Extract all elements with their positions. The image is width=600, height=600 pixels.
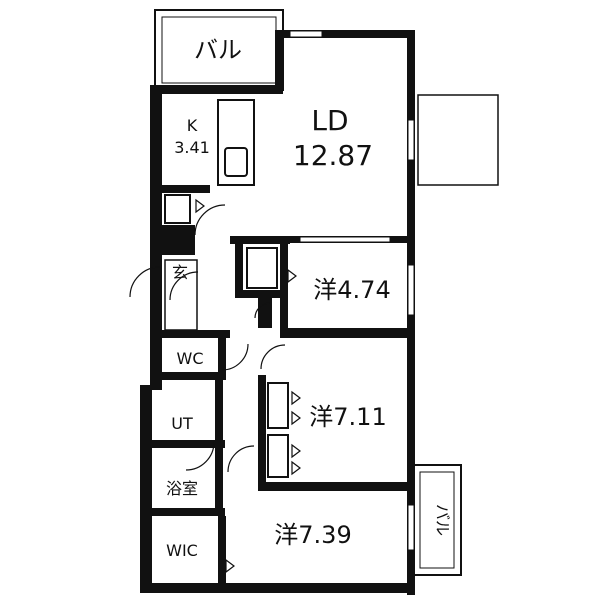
wall-wc-right [218,330,226,380]
wall-bottom [140,583,415,593]
wall-ld-bottom-left [230,236,290,244]
partition-sliding [299,236,391,243]
wall-left-upper [150,85,162,335]
wall-kitchen-top [150,85,283,94]
wall-room1-closet-bottom [235,290,285,298]
window-room1 [407,264,415,316]
wall-room1-closet-left [235,236,243,296]
marker-2 [287,268,297,284]
label-living-area: 12.87 [293,139,373,172]
wall-bath-right [215,448,223,516]
window-room3 [407,504,415,551]
closet-room2-b [267,434,289,478]
wall-room1-bottom [280,328,410,338]
wall-genkan-bottom [150,330,230,338]
closet-room2-a [267,382,289,429]
label-balcony-right: バル [433,504,452,536]
wall-ut-bottom [140,440,225,448]
door-arc-2 [169,271,199,301]
kitchen-counter [217,99,255,186]
marker-1 [195,198,205,214]
label-room1: 洋4.74 [313,276,390,304]
wall-left-lower [140,385,152,593]
door-arc-bath [185,441,215,471]
label-ut: UT [171,414,193,433]
storage-box [164,194,191,224]
label-wc: WC [177,349,204,368]
door-arc-1 [194,204,226,236]
label-bath: 浴室 [166,479,198,498]
door-arc-small [254,302,271,319]
window-ld-right [407,119,415,161]
label-wic: WIC [166,541,198,560]
label-balcony-top: バル [194,36,242,64]
label-room2: 洋7.11 [309,403,386,431]
marker-7 [225,558,235,574]
label-living: LD [311,104,348,137]
label-room3: 洋7.39 [274,521,351,549]
wall-wc-bottom [160,372,225,380]
door-arc-wc [221,343,249,371]
wall-bal-right [275,30,283,94]
wall-room2-bottom [258,482,413,491]
wall-top [275,30,415,38]
wall-room2-left [258,375,266,490]
label-kitchen-area: 3.41 [174,138,210,157]
label-kitchen: K [187,116,198,135]
window-top [289,30,323,38]
wall-entrance-block [150,225,195,255]
wall-bath-bottom [140,508,225,516]
marker-6 [291,460,301,476]
kitchen-sink [224,147,248,177]
wall-room1-left [280,236,288,336]
door-arc-ut [227,445,255,473]
wall-wic-right [218,516,226,591]
marker-3 [291,390,301,406]
door-arc-entrance [129,266,161,298]
wall-right-lower [407,240,415,595]
door-arc-room2 [260,344,286,370]
balcony-right-inner [419,471,455,569]
label-entrance: 玄 [172,263,188,282]
marker-4 [291,410,301,426]
wall-kitchen-bottom [150,185,210,193]
wall-left-mid [150,335,162,390]
marker-5 [291,443,301,459]
closet-room1 [246,247,278,289]
bay-outline [417,94,499,186]
wall-ut-right [215,380,223,448]
